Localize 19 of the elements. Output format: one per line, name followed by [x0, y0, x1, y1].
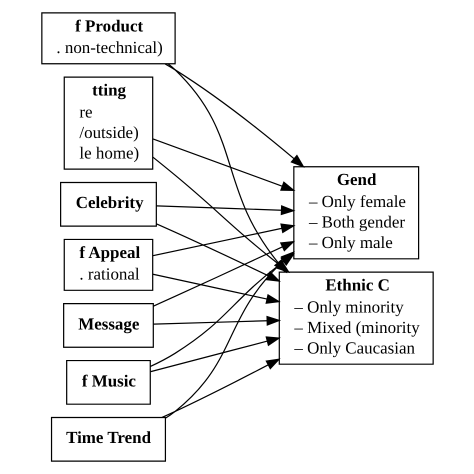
arrow [152, 223, 296, 256]
node-box: Ethnic C – Only minority – Mixed (minority – Only Caucasian [278, 272, 434, 365]
arrow [150, 336, 280, 372]
arrow [152, 274, 280, 304]
node-box: f Appeal . rational [63, 238, 153, 291]
arrow [150, 253, 294, 367]
arrow [161, 358, 280, 418]
node-box: Message [62, 303, 154, 348]
node-box: f Music [66, 360, 150, 405]
node-box: f Product . non-technical) [40, 12, 176, 64]
node-box: Time Trend [50, 416, 166, 462]
arrow [152, 138, 295, 191]
node-box: Gend – Only female – Both gender – Only male [292, 166, 419, 260]
arrow [153, 316, 281, 326]
arrow [156, 205, 295, 216]
node-box: Celebrity [60, 182, 156, 227]
arrow [156, 223, 280, 282]
node-box: tting re /outside) le home) [63, 76, 153, 170]
arrow [164, 63, 304, 168]
